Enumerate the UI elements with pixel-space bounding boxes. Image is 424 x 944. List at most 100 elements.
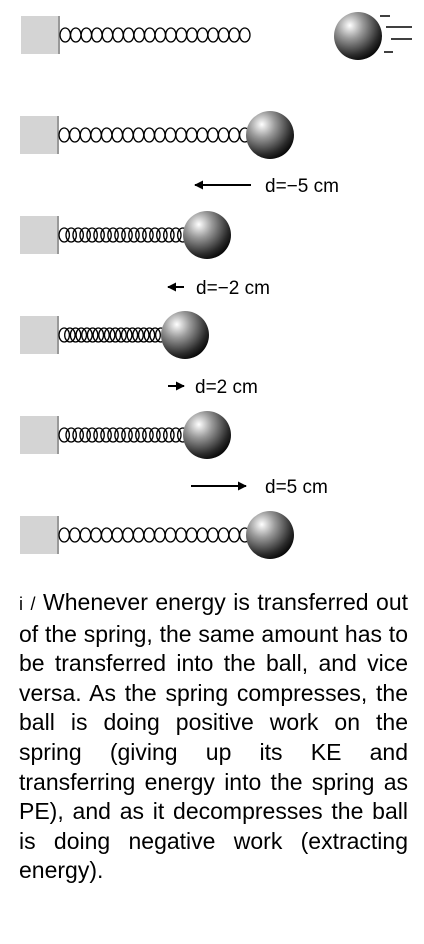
figure-label: i [19, 594, 23, 614]
spring-loop [164, 127, 177, 143]
spring-loop [122, 527, 134, 543]
spring-loop [217, 127, 230, 143]
displacement-label: d=5 cm [265, 477, 328, 498]
spring-loop [121, 227, 133, 243]
wall-block [20, 216, 58, 254]
spring-loop [69, 327, 82, 343]
spring-loop [112, 27, 124, 43]
spring-loop [163, 427, 175, 443]
spring-loop [196, 527, 209, 543]
displacement-label: d=−5 cm [265, 176, 339, 197]
spring-coil [58, 427, 189, 443]
stage-max-compression: d=2 cm [20, 311, 258, 398]
spring-loop [207, 127, 219, 143]
spring-loop [90, 127, 102, 143]
spring-loop [175, 127, 187, 143]
spring-loop [68, 127, 81, 143]
spring-loop [122, 127, 134, 143]
ball [183, 411, 231, 459]
spring-loop [72, 427, 85, 443]
spring-loop [196, 127, 209, 143]
spring-loop [169, 427, 182, 443]
spring-loop [142, 227, 154, 243]
spring-loop [228, 27, 241, 43]
stage-release [20, 511, 294, 559]
figure-separator: / [30, 594, 36, 614]
spring-loop [137, 327, 150, 343]
spring-loop [81, 327, 93, 343]
spring-loop [143, 527, 156, 543]
spring-loop [98, 327, 110, 343]
spring-loop [58, 527, 71, 543]
spring-loop [153, 127, 166, 143]
spring-loop [143, 127, 156, 143]
spring-loop [207, 527, 219, 543]
spring-coil [58, 327, 167, 343]
spring-loop [121, 427, 133, 443]
spring-loop [122, 27, 135, 43]
spring-loop [126, 327, 139, 343]
spring-loop [120, 327, 133, 343]
displacement-label: d=−2 cm [196, 278, 270, 299]
spring-loop [132, 327, 144, 343]
spring-loop [58, 327, 71, 343]
spring-loop [107, 227, 119, 243]
ball [334, 12, 382, 60]
spring-loop [169, 227, 182, 243]
spring-loop [65, 427, 78, 443]
wall-block [20, 516, 58, 554]
spring-loop [69, 27, 82, 43]
spring-loop [163, 227, 175, 243]
spring-loop [93, 227, 105, 243]
spring-loop [107, 427, 119, 443]
spring-loop [175, 27, 188, 43]
spring-loop [79, 527, 92, 543]
spring-coil [58, 227, 189, 243]
stage-contact: d=−5 cm [20, 111, 339, 197]
stage-compressing: d=−2 cm [20, 211, 270, 299]
spring-loop [86, 227, 98, 243]
spring-loop [156, 227, 168, 243]
wall-block [21, 16, 59, 54]
spring-loop [101, 27, 114, 43]
spring-loop [207, 27, 219, 43]
spring-ball-diagram: d=−5 cm d=−2 cm d=2 cm d=5 cm [20, 12, 412, 559]
stage-decompressing: d=5 cm [20, 411, 328, 498]
wall-block [20, 416, 58, 454]
spring-loop [68, 527, 81, 543]
spring-loop [132, 127, 145, 143]
spring-loop [156, 427, 168, 443]
wall-block [20, 316, 58, 354]
stage-approach [21, 12, 412, 60]
spring-loop [165, 27, 177, 43]
spring-loop [79, 427, 91, 443]
spring-loop [149, 227, 161, 243]
spring-loop [100, 427, 112, 443]
spring-loop [79, 127, 92, 143]
spring-loop [86, 427, 98, 443]
spring-loop [115, 327, 127, 343]
spring-loop [135, 427, 147, 443]
spring-loop [59, 27, 72, 43]
ball [246, 111, 294, 159]
ball [183, 211, 231, 259]
caption-text: Whenever energy is transferred out of th… [19, 589, 409, 884]
spring-loop [132, 527, 145, 543]
spring-loop [143, 327, 156, 343]
spring-loop [114, 427, 126, 443]
spring-loop [142, 427, 154, 443]
spring-loop [143, 27, 156, 43]
spring-loop [64, 327, 76, 343]
figure-caption: i / Whenever energy is transferred out o… [19, 588, 408, 886]
spring-loop [196, 27, 209, 43]
spring-loop [135, 227, 147, 243]
displacement-label: d=2 cm [195, 377, 258, 398]
spring-loop [217, 527, 230, 543]
spring-loop [86, 327, 99, 343]
spring-loop [111, 527, 124, 543]
spring-loop [100, 127, 113, 143]
spring-loop [93, 427, 105, 443]
spring-coil [58, 127, 251, 143]
spring-loop [65, 227, 78, 243]
spring-loop [217, 27, 230, 43]
